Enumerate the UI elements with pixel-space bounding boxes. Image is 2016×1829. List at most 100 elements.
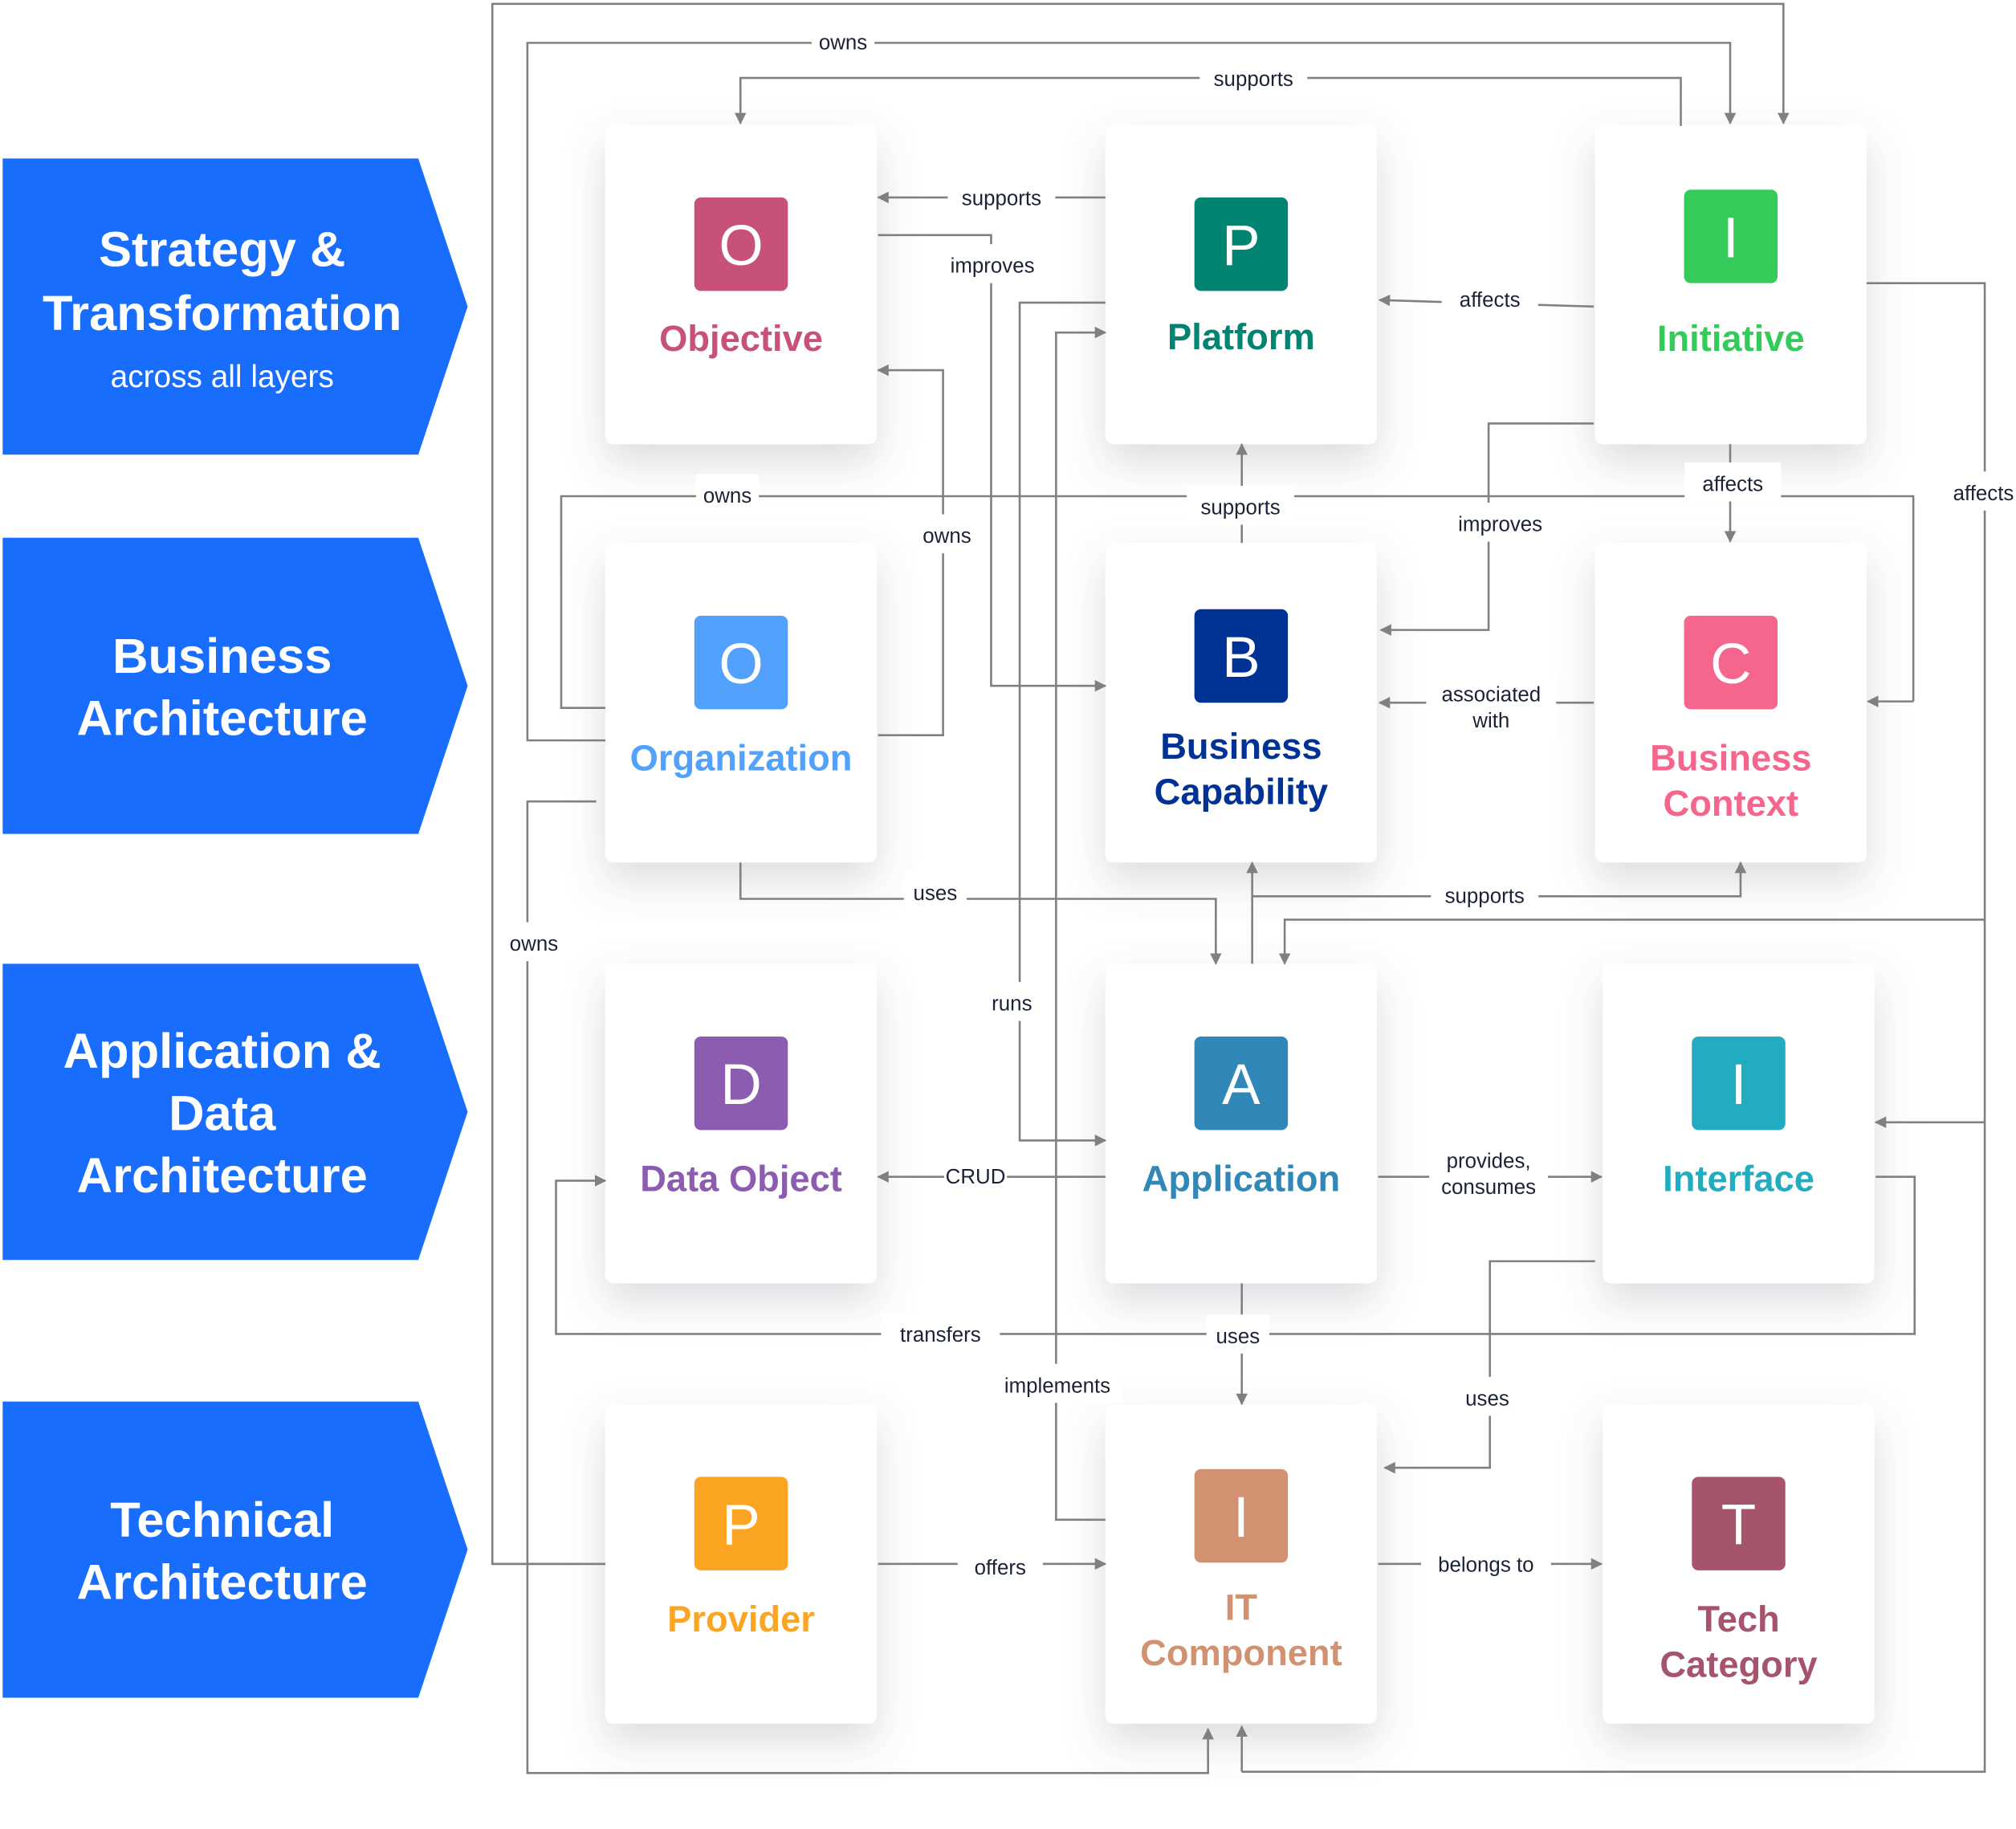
edge-org-owns-initiative-2[interactable] (526, 42, 1737, 742)
card-name: Provider (667, 1599, 815, 1640)
edge-label-provider-offers-itcomponent: offers (957, 1546, 1043, 1585)
card-badge-letter: D (720, 1053, 761, 1117)
edge-label-background (502, 922, 566, 962)
edge-label-org-uses-application: uses (903, 871, 967, 911)
edge-label-initiative-improves-capability: improves (1446, 503, 1554, 542)
edge-org-owns-itcomponent[interactable] (526, 800, 1214, 1774)
edge-label-capability-supports-platform: supports (1187, 486, 1295, 525)
edge-label-text: transfers (900, 1324, 981, 1346)
card-name: Business (1160, 726, 1322, 767)
edge-label-text: owns (510, 933, 558, 955)
edge-label-itcomponent-belongs-techcategory: belongs to (1420, 1542, 1551, 1583)
edge-application-supports-context[interactable] (1252, 861, 1747, 898)
edge-label-background (939, 244, 1047, 283)
edge-label-text: improves (1458, 514, 1542, 536)
edge-org-uses-application[interactable] (739, 862, 1222, 965)
edge-label-platform-supports-objective-top: supports (1199, 57, 1308, 96)
edge-label-background (1199, 57, 1308, 96)
edge-label-application-uses-itcomponent: uses (1206, 1314, 1270, 1354)
edge-label-background (1456, 1376, 1519, 1416)
edge-itcomponent-implements-platform[interactable] (1055, 326, 1107, 1521)
edge-affects-application[interactable] (1278, 919, 1985, 965)
edge-label-text: supports (1214, 68, 1293, 91)
edge-label-text: affects (1460, 289, 1521, 312)
card-provider[interactable]: P Provider (605, 1403, 878, 1724)
edge-label-text: owns (703, 485, 751, 507)
card-badge-letter: C (1710, 633, 1751, 696)
card-name: Data Object (640, 1159, 842, 1200)
edge-label-text: owns (922, 525, 971, 548)
edge-label-text: provides, (1447, 1150, 1531, 1172)
edge-label-text: improves (951, 255, 1035, 278)
lane-technical-architecture: Technical Architecture (2, 1401, 468, 1698)
edge-label-background (1446, 503, 1554, 542)
edge-label-itcomponent-runs-application: runs (980, 982, 1044, 1021)
card-dataobject[interactable]: D Data Object (605, 963, 878, 1284)
edge-label-background (992, 1363, 1122, 1403)
card-badge-icon (1194, 609, 1289, 703)
card-badge-icon (1194, 1468, 1289, 1563)
card-name: IT (1225, 1587, 1258, 1627)
card-itcomponent[interactable]: I IT Component (1105, 1403, 1377, 1724)
card-badge-letter: T (1721, 1494, 1756, 1558)
edge-label-text: implements (1004, 1375, 1110, 1397)
edge-label-background (915, 514, 979, 554)
card-badge-icon (694, 1036, 788, 1130)
card-badge-icon (1194, 197, 1289, 291)
edge-initiative-affects-right-rail[interactable] (1241, 282, 1986, 1773)
card-badge-letter: I (1233, 1486, 1249, 1550)
lane-title-line: Application & (63, 1024, 381, 1079)
card-badge-icon (1194, 1036, 1289, 1130)
edge-interface-uses-itcomponent[interactable] (1383, 1260, 1595, 1474)
edge-label-background (1426, 675, 1557, 741)
edge-label-background (1187, 486, 1295, 525)
edge-org-owns-loop[interactable] (560, 495, 1915, 709)
card-background (1105, 1403, 1377, 1724)
edge-label-text: supports (962, 188, 1041, 210)
edge-label-background (947, 177, 1056, 216)
card-badge-icon (1684, 615, 1778, 710)
card-name: Platform (1167, 316, 1315, 357)
lane-application-data-architecture: Application & Data Architecture (2, 963, 468, 1261)
edge-label-text: CRUD (946, 1166, 1006, 1188)
card-badge-letter: B (1222, 626, 1260, 690)
lane-title-line: Architecture (77, 1148, 368, 1204)
edge-label-initiative-affects-platform: affects (1441, 278, 1538, 317)
card-badge-letter: P (722, 1494, 760, 1558)
edge-label-text: affects (1953, 483, 2014, 505)
edge-label-org-owns-objective: owns (695, 474, 760, 514)
card-name: Objective (659, 318, 823, 359)
card-platform[interactable]: P Platform (1105, 124, 1377, 445)
edge-label-initiative-affects-right: affects (1935, 471, 2016, 511)
edge-label-text: uses (914, 882, 958, 905)
card-badge-letter: I (1723, 206, 1739, 270)
lane-subtitle: across all layers (111, 360, 334, 394)
edge-objective-improves-capability[interactable] (878, 234, 1107, 692)
edge-platform-runs-application[interactable] (1018, 301, 1107, 1147)
edge-label-background (903, 871, 967, 911)
lane-title-line: Technical (110, 1493, 334, 1548)
card-name: Category (1660, 1644, 1817, 1685)
card-badge-letter: P (1222, 214, 1260, 278)
card-badge-icon (694, 615, 788, 710)
card-badge-letter: O (719, 214, 763, 278)
edge-label-background (1431, 874, 1539, 914)
edge-label-text: uses (1216, 1326, 1261, 1348)
edge-label-background (943, 1155, 1008, 1194)
edge-label-text: offers (975, 1557, 1026, 1579)
lane-title-line: Strategy & (99, 222, 345, 278)
edge-label-text: supports (1445, 885, 1525, 907)
card-name: Component (1140, 1632, 1342, 1673)
card-objective[interactable]: O Objective (605, 124, 878, 445)
card-badge-icon (694, 1477, 788, 1570)
